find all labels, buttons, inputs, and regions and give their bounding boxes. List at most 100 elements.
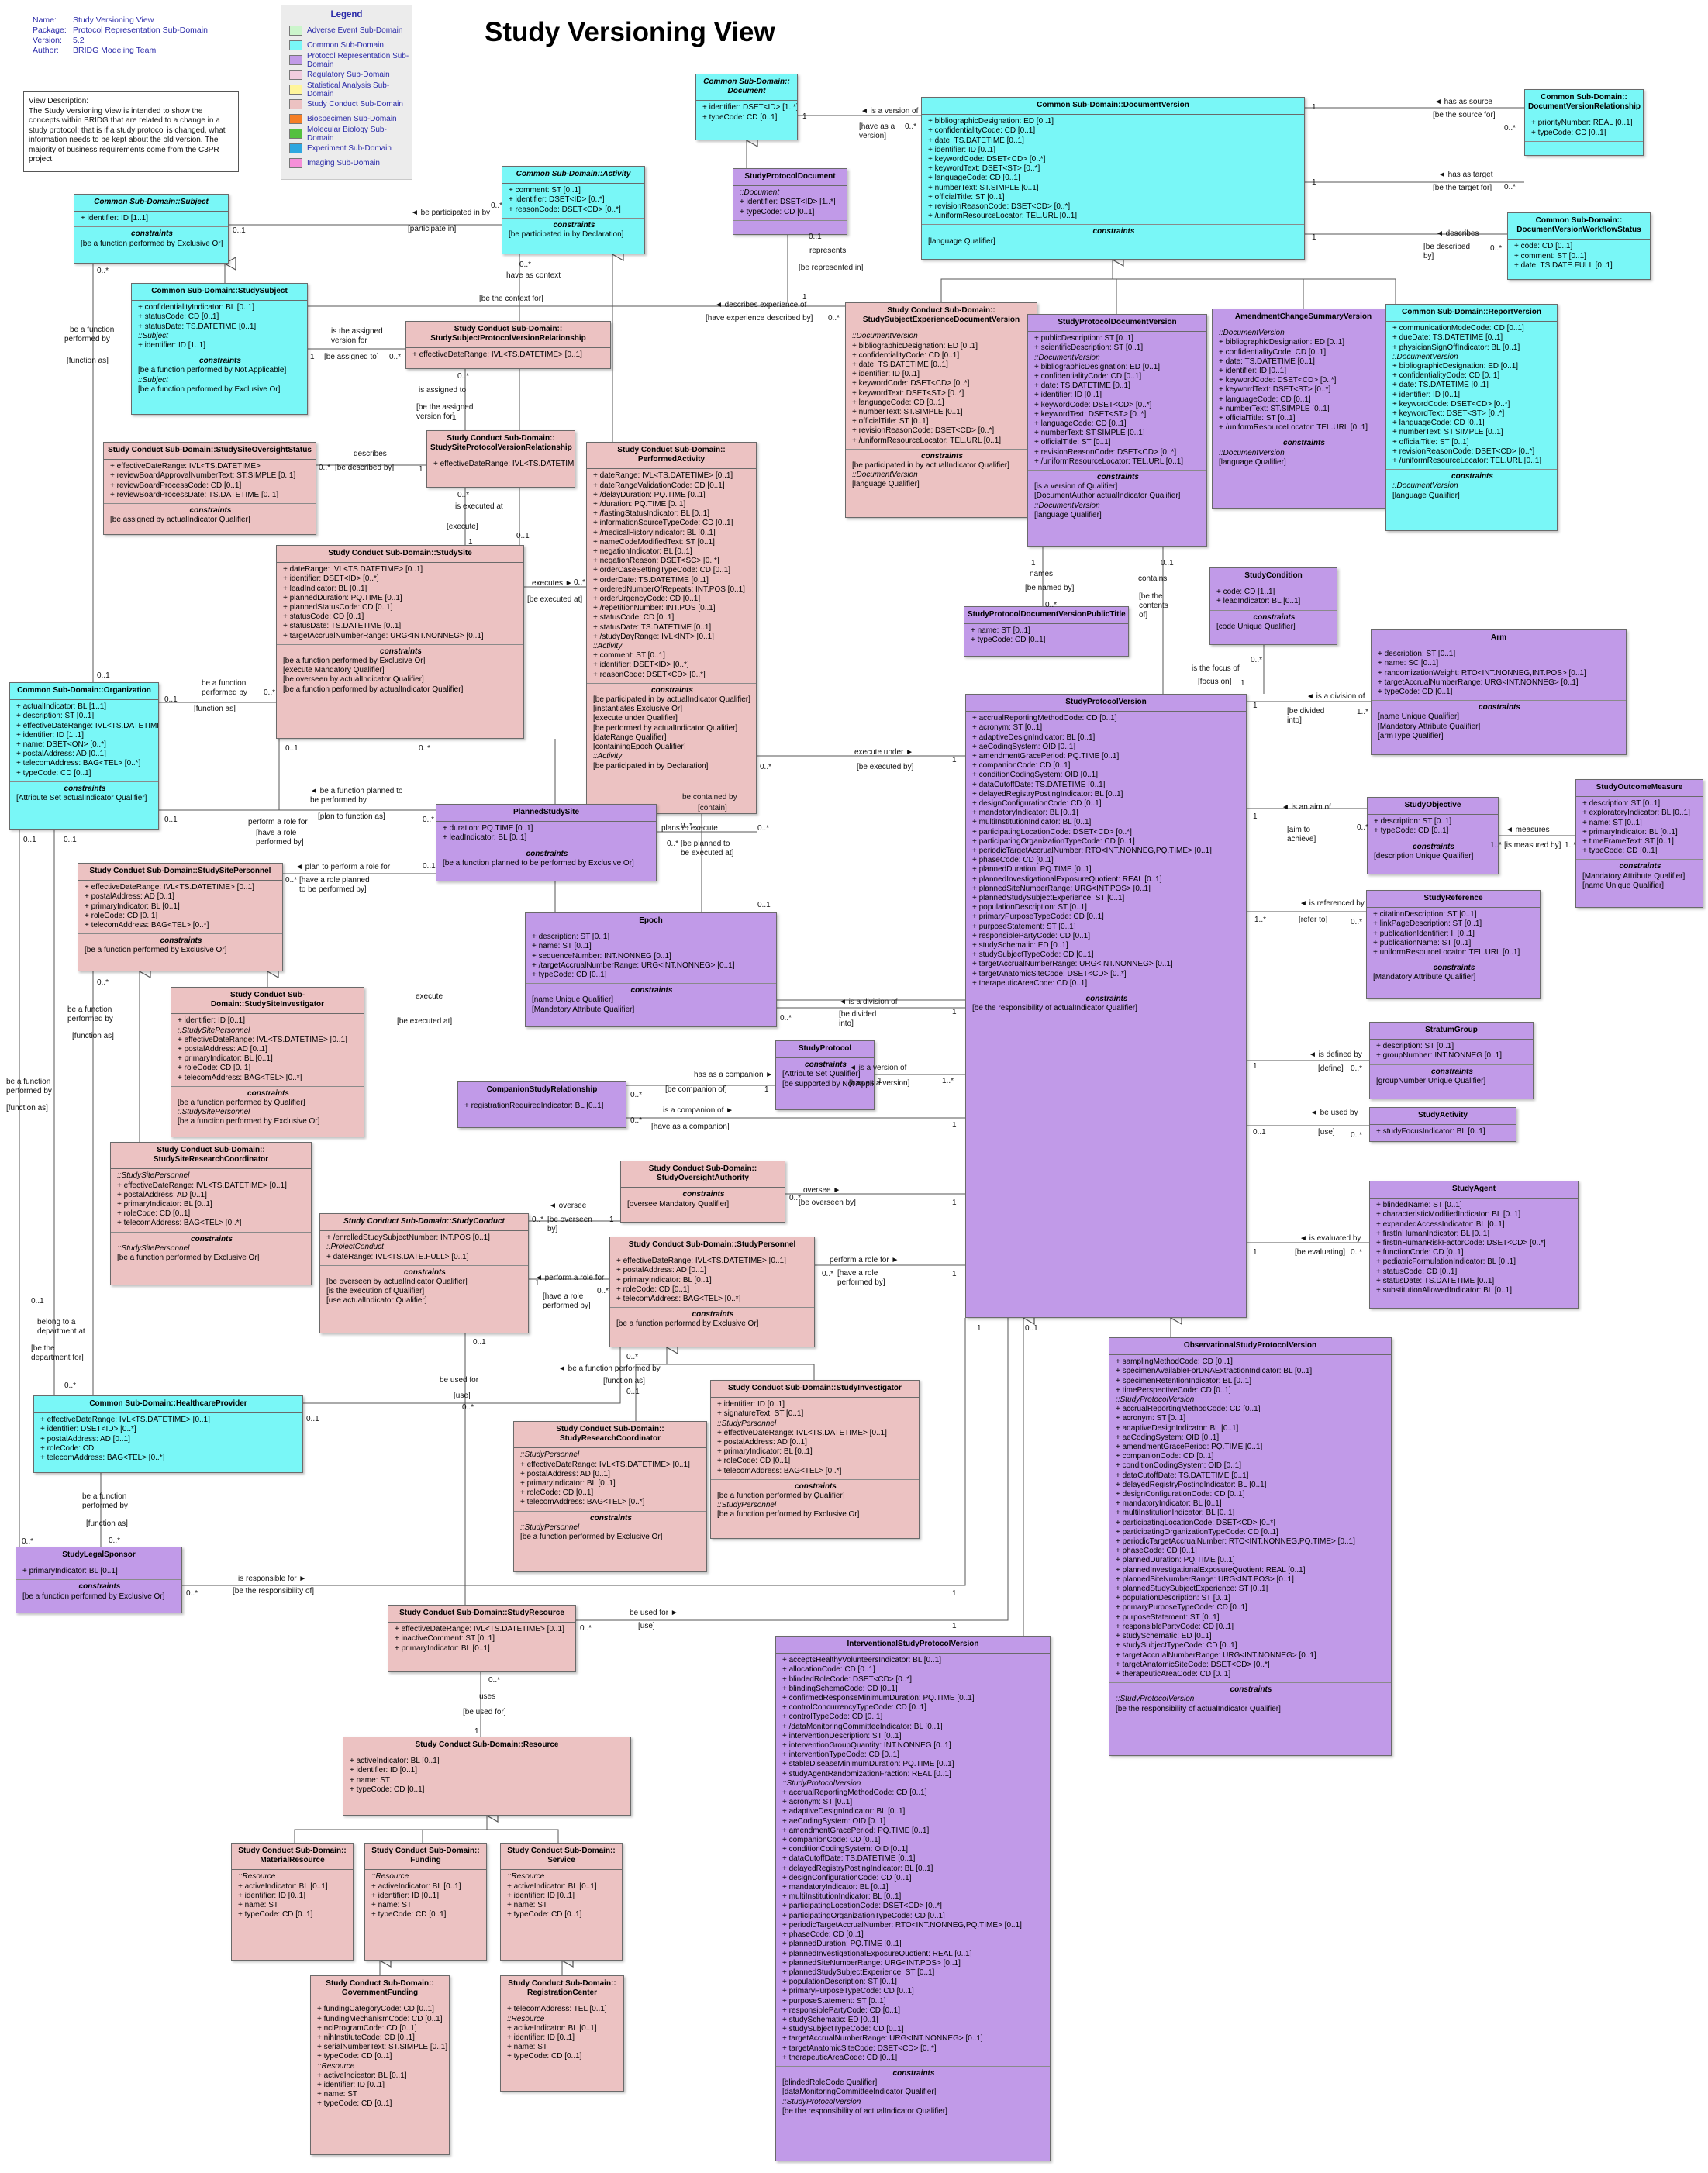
class-section: + fundingCategoryCode: CD [0..1]+ fundin…: [311, 2002, 449, 2112]
association-label: contents: [1139, 602, 1168, 610]
class-section: constraints[groupNumber Unique Qualifier…: [1370, 1065, 1533, 1089]
class-section: constraints::DocumentVersion[language Qu…: [1213, 436, 1394, 471]
meta-key: Package:: [33, 26, 67, 35]
class-studyobjective: StudyObjective+ description: ST [0..1]+ …: [1367, 797, 1499, 874]
class-section: constraints[Mandatory Attribute Qualifie…: [1367, 961, 1540, 985]
class-attribute: + roleCode: CD [0..1]: [85, 911, 158, 920]
class-attribute: [language Qualifier]: [1219, 457, 1286, 467]
association-label: 1: [952, 1270, 957, 1278]
class-name: Study Conduct Sub-Domain::StudyInvestiga…: [711, 1381, 919, 1399]
class-section: constraints[language Qualifier]: [922, 225, 1304, 249]
class-name: Study Conduct Sub-Domain::StudySitePerso…: [78, 864, 282, 881]
class-attribute: + amendmentGracePeriod: PQ.TIME [0..1]: [782, 1826, 930, 1835]
class-attribute: + telecomAddress: BAG<TEL> [0..*]: [117, 1219, 242, 1228]
class-attribute: [language Qualifier]: [1392, 491, 1460, 500]
class-studyactivity: StudyActivity+ studyFocusIndicator: BL […: [1369, 1107, 1516, 1142]
class-attribute: + typeCode: CD [0..1]: [532, 971, 607, 980]
class-attribute: [be participated in by Declaration]: [509, 230, 624, 240]
class-attribute: + statusDate: TS.DATETIME [0..1]: [1376, 1276, 1495, 1285]
class-attribute: + date: TS.DATETIME [0..1]: [1219, 357, 1315, 366]
association-label: [focus on]: [1198, 678, 1232, 686]
class-section: + code: CD [1..1]+ leadIndicator: BL [0.…: [1210, 585, 1337, 611]
class-attribute: + roleCode: CD [0..1]: [520, 1488, 594, 1498]
class-section: constraints[be a function performed by E…: [74, 227, 228, 251]
association-label: performed by: [202, 688, 247, 697]
class-section: [1525, 142, 1643, 155]
class-attribute: [dateRange Qualifier]: [593, 733, 667, 742]
class-attribute: + typeCode: CD [0..1]: [507, 1910, 582, 1919]
class-attribute: + targetAccrualNumberRange: URG<INT.NONN…: [1116, 1650, 1316, 1660]
class-attribute: + controlTypeCode: CD [0..1]: [782, 1713, 883, 1722]
class-attribute: + effectiveDateRange: IVL<TS.DATETIME>: [110, 462, 261, 471]
inherited-from: ::StudySitePersonnel: [117, 1243, 190, 1253]
legend-item: Study Conduct Sub-Domain: [281, 97, 412, 112]
class-section: + identifier: ID [1..1]: [74, 212, 228, 228]
class-attribute: + accrualReportingMethodCode: CD [0..1]: [782, 1788, 927, 1798]
class-name: Common Sub-Domain::DocumentVersion: [922, 98, 1304, 116]
association-label: version for: [331, 336, 367, 345]
class-attribute: + primaryIndicator: BL [0..1]: [178, 1054, 273, 1064]
class-attribute: + identifier: ID [0..1]: [507, 2033, 575, 2043]
association-label: 1: [952, 1008, 957, 1016]
class-docversion: Common Sub-Domain::DocumentVersion+ bibl…: [921, 97, 1305, 260]
association-label: is a companion of ►: [663, 1106, 734, 1115]
association-label: ◄ perform a role for: [535, 1274, 605, 1282]
class-attribute: + conditionCodingSystem: OID [0..1]: [972, 771, 1099, 780]
class-attribute: + keywordText: DSET<ST> [0..*]: [1219, 385, 1331, 395]
legend-swatch: [289, 40, 302, 50]
class-attribute: + description: ST [0..1]: [1376, 1042, 1454, 1051]
class-section: + effectiveDateRange: IVL<TS.DATETIME> […: [34, 1413, 302, 1466]
class-attribute: + conditionCodingSystem: OID [0..1]: [782, 1845, 909, 1854]
class-attribute: + plannedStatusCode: CD [0..1]: [283, 603, 393, 612]
class-attribute: + plannedSiteNumberRange: URG<INT.POS> […: [782, 1958, 961, 1968]
class-attribute: + responsiblePartyCode: CD [0..1]: [1116, 1622, 1234, 1631]
class-attribute: + description: ST [0..1]: [1582, 799, 1661, 809]
class-attribute: + identifier: ID [0..1]: [1034, 391, 1102, 400]
inherited-from: ::DocumentVersion: [1392, 352, 1458, 361]
class-section: constraints[Attribute Set actualIndicato…: [10, 782, 158, 806]
class-attribute: + keywordCode: DSET<CD> [0..*]: [1219, 376, 1337, 385]
class-attribute: + description: ST [0..1]: [16, 712, 95, 721]
association-label: 0..*: [667, 840, 679, 848]
class-name: Study Conduct Sub-Domain::StudyConduct: [320, 1214, 528, 1232]
class-attribute: + informationSourceTypeCode: CD [0..1]: [593, 519, 733, 528]
class-attribute: + periodicTargetAccrualNumber: RTO<INT.N…: [782, 1920, 1022, 1930]
class-attribute: + pediatricFormulationIndicator: BL [0..…: [1376, 1257, 1516, 1267]
class-attribute: + samplingMethodCode: CD [0..1]: [1116, 1357, 1233, 1367]
class-attribute: + activeIndicator: BL [0..1]: [507, 2023, 597, 2033]
class-name: Common Sub-Domain::Subject: [74, 195, 228, 212]
class-attribute: + phaseCode: CD [0..1]: [782, 1930, 864, 1940]
association-label: 0..*: [789, 1194, 802, 1202]
class-section: + accrualReportingMethodCode: CD [0..1]+…: [966, 712, 1246, 993]
constraints-heading: constraints: [651, 685, 693, 695]
class-attribute: + uniformResourceLocator: TEL.URL [0..1]: [1373, 948, 1520, 957]
class-name: StudyProtocolVersion: [966, 695, 1246, 712]
association-label: [function as]: [67, 357, 109, 365]
association-label: [be executed by]: [857, 763, 914, 771]
constraints-heading: constraints: [682, 1190, 725, 1199]
meta-value: Protocol Representation Sub-Domain: [73, 26, 208, 35]
association-label: [be the context for]: [479, 295, 543, 303]
class-name: Study Conduct Sub-Domain::StudyResource: [388, 1606, 575, 1623]
class-attribute: [be participated in by actualIndicator Q…: [852, 461, 1009, 471]
class-name: StudyReference: [1367, 891, 1540, 909]
association-label: performed by]: [256, 838, 304, 847]
class-ssos: Study Conduct Sub-Domain::StudySiteOvers…: [103, 442, 316, 535]
class-attribute: + /fastingStatusIndicator: BL [0..1]: [593, 509, 709, 519]
class-section: constraints[be participated in by Declar…: [502, 219, 644, 243]
class-section: + description: ST [0..1]+ name: SC [0..1…: [1372, 647, 1626, 702]
class-attribute: + citationDescription: ST [0..1]: [1373, 910, 1477, 919]
class-attribute: + telecomAddress: BAG<TEL> [0..*]: [40, 1454, 165, 1463]
class-attribute: + populationDescription: ST [0..1]: [782, 1978, 897, 1987]
class-attribute: + revisionReasonCode: DSET<CD> [0..*]: [928, 202, 1071, 212]
class-name: InterventionalStudyProtocolVersion: [776, 1637, 1050, 1654]
class-section: + samplingMethodCode: CD [0..1]+ specime…: [1109, 1355, 1391, 1684]
class-attribute: + telecomAddress: BAG<TEL> [0..*]: [717, 1466, 842, 1475]
class-attribute: [use actualIndicator Qualifier]: [326, 1296, 427, 1306]
association-label: 0..*: [580, 1624, 592, 1633]
class-resource: Study Conduct Sub-Domain::Resource+ acti…: [343, 1737, 631, 1816]
class-attribute: + date: TS.DATETIME [0..1]: [1392, 381, 1489, 390]
class-studyinvestigator: Study Conduct Sub-Domain::StudyInvestiga…: [710, 1380, 920, 1539]
association-label: by]: [1423, 252, 1434, 260]
class-section: + effectiveDateRange: IVL<TS.DATETIME> […: [388, 1623, 575, 1657]
